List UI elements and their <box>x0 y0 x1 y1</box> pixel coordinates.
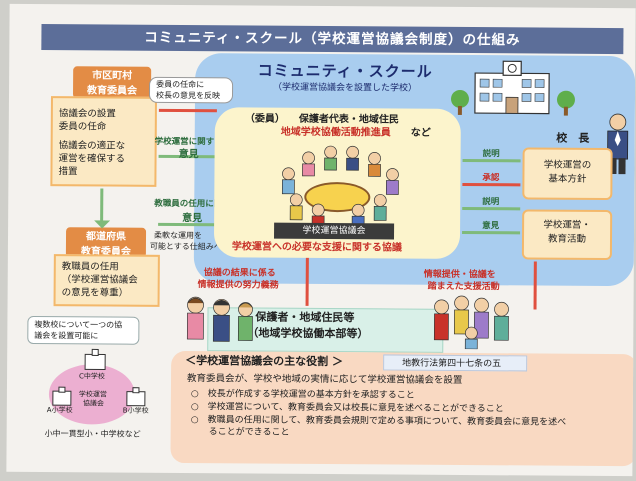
basic-policy-box: 学校運営の 基本方針 <box>522 147 613 201</box>
multi-school-note: 複数校について一つの協 議会を設置可能に <box>27 315 140 345</box>
appointment-arrow <box>158 108 217 113</box>
multi-school-note-line: 複数校について一つの協 <box>34 320 123 330</box>
law-reference-box: 地教行法第四十七条の五 <box>383 354 528 372</box>
pref-board-item: 教職員の任用 <box>61 261 119 273</box>
multi-school-note-line: 議会を設置可能に <box>34 331 99 341</box>
pref-board-item: の意見を尊重） <box>61 287 129 299</box>
approve-label: 承認 <box>482 173 500 184</box>
city-board-item: 委員の任命 <box>58 121 107 133</box>
city-board-item: 措置 <box>58 166 78 178</box>
multi-school-council-label: 学校運営 <box>78 390 107 399</box>
principal-to-guardians-arrow <box>533 261 537 310</box>
school-activities-line: 学校運営・ <box>543 219 591 231</box>
b-school-label: B小学校 <box>122 406 149 415</box>
council-label: 学校運営協議会 <box>274 222 395 240</box>
role-item: ○ 校長が作成する学校運営の基本方針を承認すること <box>190 389 415 401</box>
diagram-sheet: コミュニティ・スクール（学校運営協議会制度）の仕組み コミュニティ・スクール （… <box>6 3 636 477</box>
city-to-pref-arrow <box>100 188 104 225</box>
c-school-label: C中学校 <box>79 372 105 381</box>
role-item-continuation: ることができること <box>190 427 290 438</box>
city-board-item: 協議会の適正な <box>58 140 126 152</box>
school-ops-opinion-label: 意見 <box>178 149 199 161</box>
council-to-guardians-arrow <box>305 257 309 306</box>
multi-school-council-label: 協議会 <box>82 399 104 408</box>
council-promoter: 地域学校協働活動推進員 <box>280 126 391 139</box>
pref-board-head: 都道府県 教育委員会 <box>65 227 147 258</box>
community-school-subtitle: （学校運営協議会を設置した学校） <box>273 82 418 94</box>
explain-label-2: 説明 <box>482 197 500 208</box>
council-members: 保護者代表・地域住民 <box>298 113 399 126</box>
appointment-note-line: 校長の意見を反映 <box>155 90 221 101</box>
city-board-item: 運営を確保する <box>58 153 126 165</box>
parents-illustration <box>186 296 253 342</box>
city-board-head-line2: 教育委員会 <box>86 85 138 97</box>
appointment-note: 委員の任命に 校長の意見を反映 <box>148 76 234 104</box>
city-board-head: 市区町村 教育委員会 <box>72 66 152 99</box>
staff-opinion-label: 意見 <box>182 213 203 225</box>
school-activities-line: 教育活動 <box>547 233 587 245</box>
tree-icon <box>556 90 575 116</box>
basic-policy-line: 学校運営の <box>543 159 592 171</box>
guardians-line2: （地域学校協働本部等） <box>247 326 369 341</box>
city-board-item: 協議会の設置 <box>58 108 116 120</box>
role-item: ○ 学校運営について、教育委員会又は校長に意見を述べることができること <box>190 402 504 415</box>
flexible-ops-label: 可能とする仕組みへ <box>149 241 222 252</box>
explain-label-1: 説明 <box>482 149 500 160</box>
necessary-support-label: 学校運営への必要な支援に関する協議 <box>231 241 402 254</box>
opinion-arrow-2 <box>462 230 521 235</box>
pref-board-item: （学校運営協議会 <box>61 274 138 286</box>
school-building-icon <box>474 60 550 115</box>
appointment-note-line: 委員の任命に <box>156 79 205 90</box>
school-icon <box>84 348 106 370</box>
pref-board-head-line1: 都道府県 <box>85 231 127 243</box>
community-illustration <box>433 295 509 350</box>
a-school-label: A小学校 <box>46 406 73 415</box>
school-icon <box>52 386 72 406</box>
school-activities-box: 学校運営・ 教育活動 <box>521 209 613 261</box>
law-reference: 地教行法第四十七条の五 <box>402 358 502 370</box>
opinion-label: 意見 <box>482 221 500 232</box>
council-members-prefix: （委員） <box>244 113 285 125</box>
flexible-ops-label: 柔軟な運用を <box>153 230 203 241</box>
meeting-people-illustration <box>281 145 399 225</box>
community-school-title: コミュニティ・スクール <box>257 61 433 81</box>
pref-board-box: 教職員の任用 （学校運営協議会 の意見を尊重） <box>53 254 160 307</box>
support-label: 踏まえた支援活動 <box>427 281 500 293</box>
roles-intro: 教育委員会が、学校や地域の実情に応じて学校運営協議会を設置 <box>186 373 463 386</box>
multi-school-caption: 小中一貫型小・中学校など <box>44 429 141 439</box>
tree-icon <box>450 89 469 115</box>
guardians-line1: 保護者・地域住民等 <box>255 310 355 325</box>
principal-head: 校 長 <box>556 131 590 145</box>
basic-policy-line: 基本方針 <box>548 173 587 185</box>
explain-arrow-1 <box>462 158 521 163</box>
city-board-head-line1: 市区町村 <box>92 70 133 82</box>
explain-arrow-2 <box>462 206 521 211</box>
approve-arrow <box>462 182 521 187</box>
school-icon <box>126 387 146 407</box>
arrow-head-icon <box>94 220 111 229</box>
city-board-box: 協議会の設置 委員の任命 協議会の適正な 運営を確保する 措置 <box>50 96 157 187</box>
page-title: コミュニティ・スクール（学校運営協議会制度）の仕組み <box>41 24 624 55</box>
roles-heading: ＜学校運営協議会の主な役割 ＞ <box>185 354 344 369</box>
results-info-label: 情報提供の努力義務 <box>197 280 279 291</box>
council-etc: など <box>410 127 431 139</box>
